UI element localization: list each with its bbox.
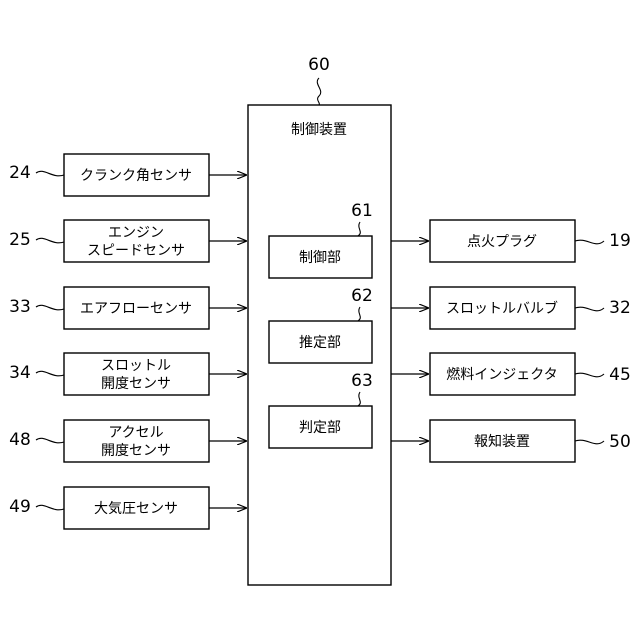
output-label: スロットルバルブ — [446, 300, 558, 317]
output-label: 点火プラグ — [467, 234, 537, 250]
output-ref-leader — [575, 240, 604, 244]
input-ref: 48 — [9, 430, 31, 450]
output-ref-leader — [575, 307, 604, 311]
input-atmospheric-pressure-sensor: 大気圧センサ 49 — [9, 487, 246, 529]
input-crank-angle-sensor: クランク角センサ 24 — [9, 154, 246, 196]
input-airflow-sensor: エアフローセンサ 33 — [9, 287, 246, 329]
inner-unit-label: 判定部 — [299, 420, 341, 436]
input-ref-leader — [36, 171, 64, 176]
input-label: エンジン — [108, 225, 164, 241]
inner-unit-ref: 63 — [351, 371, 373, 391]
input-ref-leader — [36, 371, 64, 376]
input-label: 開度センサ — [101, 376, 171, 392]
inner-unit-label: 制御部 — [299, 250, 341, 266]
inner-unit-ref: 61 — [351, 201, 373, 221]
input-label: エアフローセンサ — [80, 301, 192, 317]
input-ref-leader — [36, 305, 64, 310]
input-ref: 34 — [9, 363, 31, 383]
input-label: 大気圧センサ — [94, 501, 178, 517]
controller-block: 制御装置 60 — [248, 55, 391, 585]
controller-ref-leader — [317, 78, 320, 105]
input-ref-leader — [36, 438, 64, 443]
controller-title: 制御装置 — [291, 122, 347, 138]
output-ref: 45 — [609, 365, 631, 385]
output-ref-leader — [575, 440, 604, 444]
inner-unit-label: 推定部 — [299, 335, 341, 351]
input-ref: 25 — [9, 230, 31, 250]
input-label: アクセル — [108, 425, 163, 441]
input-label: スピードセンサ — [87, 243, 185, 259]
output-label: 燃料インジェクタ — [446, 366, 557, 383]
input-ref: 24 — [9, 163, 31, 183]
input-ref: 49 — [9, 497, 31, 517]
output-notification-device: 報知装置 50 — [391, 420, 631, 462]
output-ref-leader — [575, 373, 604, 377]
output-ref: 50 — [609, 432, 631, 452]
output-throttle-valve: スロットルバルブ 32 — [391, 287, 631, 329]
output-spark-plug: 点火プラグ 19 — [391, 220, 631, 262]
input-label: クランク角センサ — [80, 168, 192, 184]
input-ref: 33 — [9, 297, 31, 317]
inner-unit-ref: 62 — [351, 286, 373, 306]
output-fuel-injector: 燃料インジェクタ 45 — [391, 353, 631, 395]
input-accelerator-opening-sensor: アクセル 開度センサ 48 — [9, 420, 246, 462]
output-ref: 32 — [609, 298, 631, 318]
input-label: 開度センサ — [101, 443, 171, 459]
input-ref-leader — [36, 238, 64, 243]
input-label: スロットル — [101, 358, 171, 374]
input-ref-leader — [36, 505, 64, 510]
input-throttle-opening-sensor: スロットル 開度センサ 34 — [9, 353, 246, 395]
output-label: 報知装置 — [474, 433, 530, 450]
controller-ref: 60 — [308, 55, 330, 75]
output-ref: 19 — [609, 231, 631, 251]
input-engine-speed-sensor: エンジン スピードセンサ 25 — [9, 220, 246, 262]
